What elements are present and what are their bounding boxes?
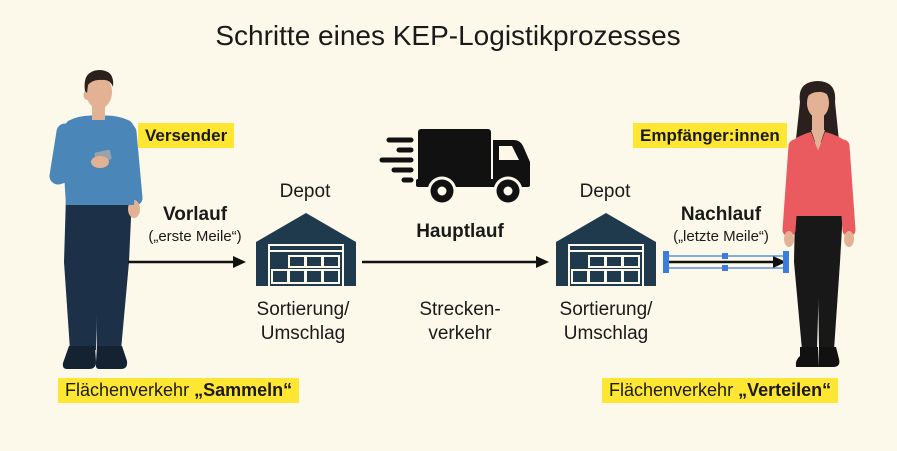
truck-wheel-hub xyxy=(437,186,447,196)
warehouse-box xyxy=(588,255,606,268)
caption-line: Strecken- xyxy=(419,299,501,320)
recipient-shoe-right xyxy=(819,347,840,367)
area-label-prefix: Flächenverkehr xyxy=(65,380,190,400)
recipient-top xyxy=(790,132,848,216)
selection-handle-end[interactable] xyxy=(783,251,789,273)
area-label-emphasis: „Verteilen“ xyxy=(738,380,832,400)
sender-shoe-right xyxy=(95,346,128,369)
arrow-head xyxy=(233,256,246,268)
nachlauf-label: Nachlauf xyxy=(680,204,762,225)
vorlauf-arrow xyxy=(128,256,246,268)
warehouse-icon xyxy=(556,213,656,286)
arrow-head xyxy=(536,256,549,268)
warehouse-box xyxy=(571,269,589,284)
selection-handle-start[interactable] xyxy=(663,251,669,273)
area-label-emphasis: „Sammeln“ xyxy=(194,380,293,400)
warehouse-box xyxy=(622,255,640,268)
recipient-leg-left xyxy=(794,211,821,350)
warehouse-box xyxy=(322,255,340,268)
warehouse-box xyxy=(271,269,289,284)
sender-hand-left xyxy=(91,156,109,168)
warehouse-box xyxy=(605,255,623,268)
warehouse-box xyxy=(622,269,640,284)
distribution-area-label: Flächenverkehr„Verteilen“ xyxy=(602,378,839,403)
warehouse-door-frame xyxy=(568,244,644,286)
recipient-label: Empfänger:innen xyxy=(633,123,787,148)
caption-line: Sortierung/ xyxy=(559,299,653,320)
nachlauf-note: („letzte Meile“) xyxy=(673,228,769,245)
hauptlauf-arrow xyxy=(362,256,549,268)
depot-left-caption: Sortierung/ Umschlag xyxy=(257,298,350,346)
hauptlauf-caption: Strecken- verkehr xyxy=(419,298,500,346)
nachlauf-arrow-selection xyxy=(663,251,789,273)
sender-ear xyxy=(83,90,91,100)
sender-shoe-left xyxy=(62,346,96,369)
hauptlauf-label: Hauptlauf xyxy=(416,221,504,242)
nachlauf-arrow xyxy=(668,256,786,268)
warehouse-box xyxy=(305,269,323,284)
truck-icon xyxy=(379,129,530,206)
truck-wheel-hub xyxy=(503,186,513,196)
depot-right-label: Depot xyxy=(579,181,631,202)
recipient-leg-right xyxy=(817,211,843,350)
sender-head xyxy=(86,75,112,109)
caption-line: verkehr xyxy=(428,323,492,344)
warehouse-box xyxy=(288,255,306,268)
recipient-shoe-left xyxy=(795,347,819,367)
sender-arm-left xyxy=(49,123,101,185)
sender-leg-right xyxy=(95,196,132,350)
area-label-prefix: Flächenverkehr xyxy=(609,380,734,400)
warehouse-icon xyxy=(256,213,356,286)
depot-right-caption: Sortierung/ Umschlag xyxy=(560,298,653,346)
recipient-head xyxy=(807,88,829,118)
selection-handle-top[interactable] xyxy=(722,253,728,259)
warehouse-door-frame xyxy=(268,244,344,286)
vorlauf-note: („erste Meile“) xyxy=(148,228,242,245)
recipient-figure xyxy=(782,81,856,367)
warehouse-box xyxy=(588,269,606,284)
recipient-hand-left xyxy=(784,231,794,247)
collection-area-label: Flächenverkehr„Sammeln“ xyxy=(58,378,300,403)
diagram-title: Schritte eines KEP-Logistikprozesses xyxy=(215,20,681,51)
warehouse-box xyxy=(305,255,323,268)
warehouse-box xyxy=(288,269,306,284)
depot-left-label: Depot xyxy=(279,181,331,202)
sender-label: Versender xyxy=(138,123,235,148)
vorlauf-label: Vorlauf xyxy=(162,204,228,225)
arrow-head xyxy=(773,256,786,268)
sender-leg-left xyxy=(64,196,100,350)
recipient-fringe xyxy=(806,85,831,99)
selection-handle-bottom[interactable] xyxy=(722,265,728,271)
sender-figure xyxy=(49,70,143,369)
warehouse-box xyxy=(605,269,623,284)
recipient-neck xyxy=(812,113,824,133)
warehouse-box xyxy=(322,269,340,284)
caption-line: Umschlag xyxy=(563,323,649,344)
recipient-neckline xyxy=(811,130,825,150)
caption-line: Umschlag xyxy=(260,323,346,344)
caption-line: Sortierung/ xyxy=(256,299,350,320)
truck-window xyxy=(499,146,519,160)
recipient-hand-right xyxy=(844,231,854,247)
truck-cargo-box xyxy=(418,129,491,182)
sender-hair xyxy=(84,70,114,93)
